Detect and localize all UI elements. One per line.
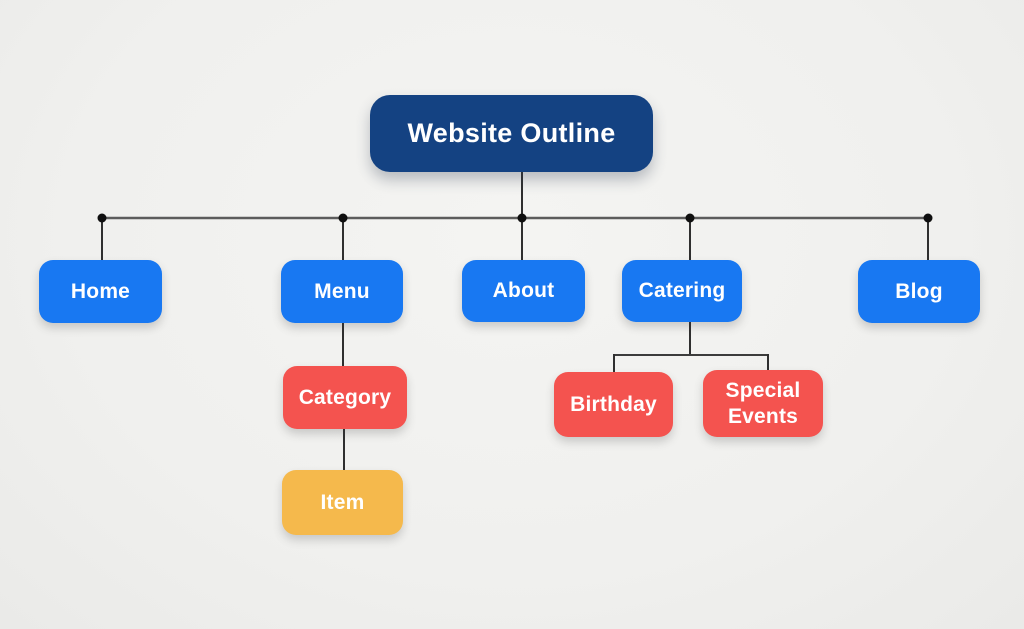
node-special-events: Special Events — [703, 370, 823, 437]
node-about: About — [462, 260, 585, 322]
node-blog-label: Blog — [895, 279, 943, 303]
node-category-label: Category — [298, 385, 392, 409]
node-home-label: Home — [70, 279, 131, 303]
node-menu-label: Menu — [314, 279, 370, 303]
node-blog: Blog — [858, 260, 980, 323]
node-catering-label: Catering — [638, 279, 726, 303]
junction-dots — [97, 213, 933, 223]
node-website-outline-label: Website Outline — [407, 118, 616, 149]
node-catering: Catering — [622, 260, 742, 322]
node-about-label: About — [492, 279, 555, 303]
node-birthday-label: Birthday — [570, 392, 657, 416]
node-home: Home — [39, 260, 162, 323]
node-category: Category — [283, 366, 407, 429]
node-website-outline: Website Outline — [370, 95, 653, 172]
node-menu: Menu — [281, 260, 403, 323]
node-item-label: Item — [320, 490, 365, 514]
node-birthday: Birthday — [554, 372, 673, 437]
node-special-events-label: Special Events — [725, 379, 801, 428]
node-item: Item — [282, 470, 403, 535]
